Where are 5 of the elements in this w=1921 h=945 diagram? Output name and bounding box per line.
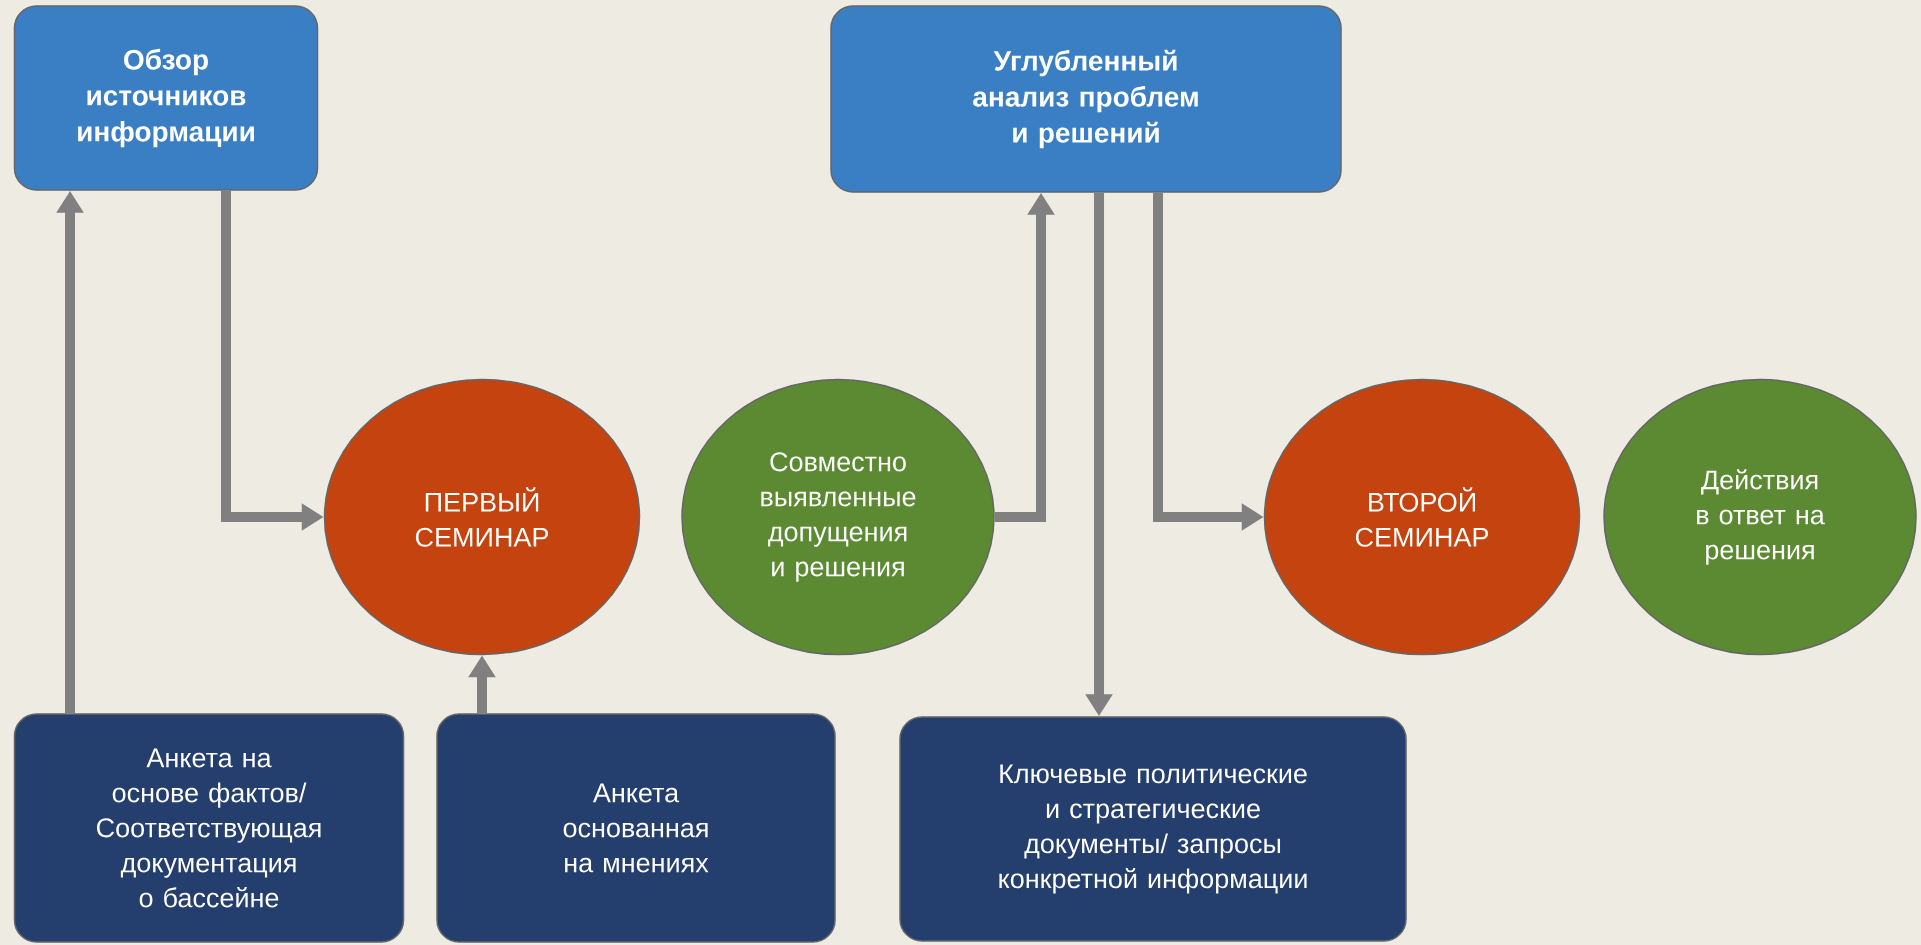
- input-box: Ключевые политические и стратегические документы/ запросы конкретной информации: [899, 716, 1407, 942]
- input-box: Анкета на основе фактов/ Соответствующая документация о бассейне: [13, 713, 405, 943]
- input-box: Анкета основанная на мнениях: [436, 713, 836, 943]
- process-box: Обзор источников информации: [13, 5, 319, 191]
- process-box: Углубленный анализ проблем и решений: [830, 5, 1342, 193]
